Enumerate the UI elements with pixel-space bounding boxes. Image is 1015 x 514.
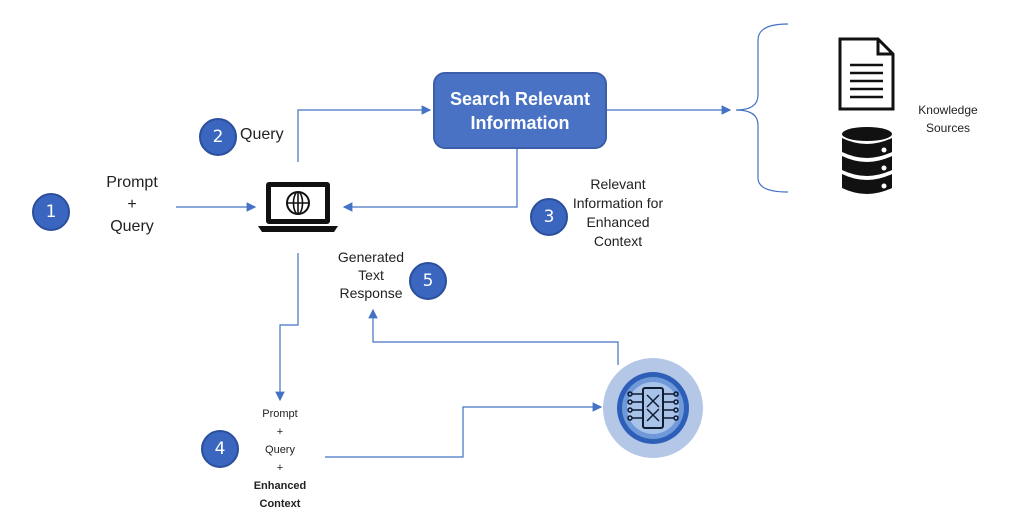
database-icon bbox=[842, 127, 892, 194]
search-relevant-information-box: Search Relevant Information bbox=[433, 72, 607, 149]
step-4-badge: 4 bbox=[201, 430, 239, 468]
knowledge-sources-label: Knowledge Sources bbox=[918, 103, 978, 135]
arrow-model-to-response bbox=[368, 308, 619, 365]
document-icon bbox=[838, 37, 895, 111]
step-5-badge: 5 bbox=[409, 262, 447, 300]
knowledge-brace bbox=[735, 23, 789, 193]
step-3-label: Relevant Information for Enhanced Contex… bbox=[572, 176, 664, 249]
step-1-label: Prompt + Query bbox=[106, 174, 158, 235]
step-5-label: Generated Text Response bbox=[337, 249, 405, 301]
arrow-laptop-to-context bbox=[275, 253, 299, 402]
neural-chip-icon bbox=[603, 358, 703, 458]
step-2-badge: 2 bbox=[199, 118, 237, 156]
step-3-badge: 3 bbox=[530, 198, 568, 236]
step-1-badge: 1 bbox=[32, 193, 70, 231]
laptop-globe-icon bbox=[258, 182, 338, 232]
step-4-label: Prompt + Query + Enhanced Context bbox=[253, 408, 307, 510]
arrow-query-to-search bbox=[297, 105, 432, 162]
arrow-context-to-model bbox=[325, 402, 603, 458]
arrow-info-to-laptop bbox=[342, 147, 518, 212]
step-2-label: Query bbox=[240, 126, 284, 143]
